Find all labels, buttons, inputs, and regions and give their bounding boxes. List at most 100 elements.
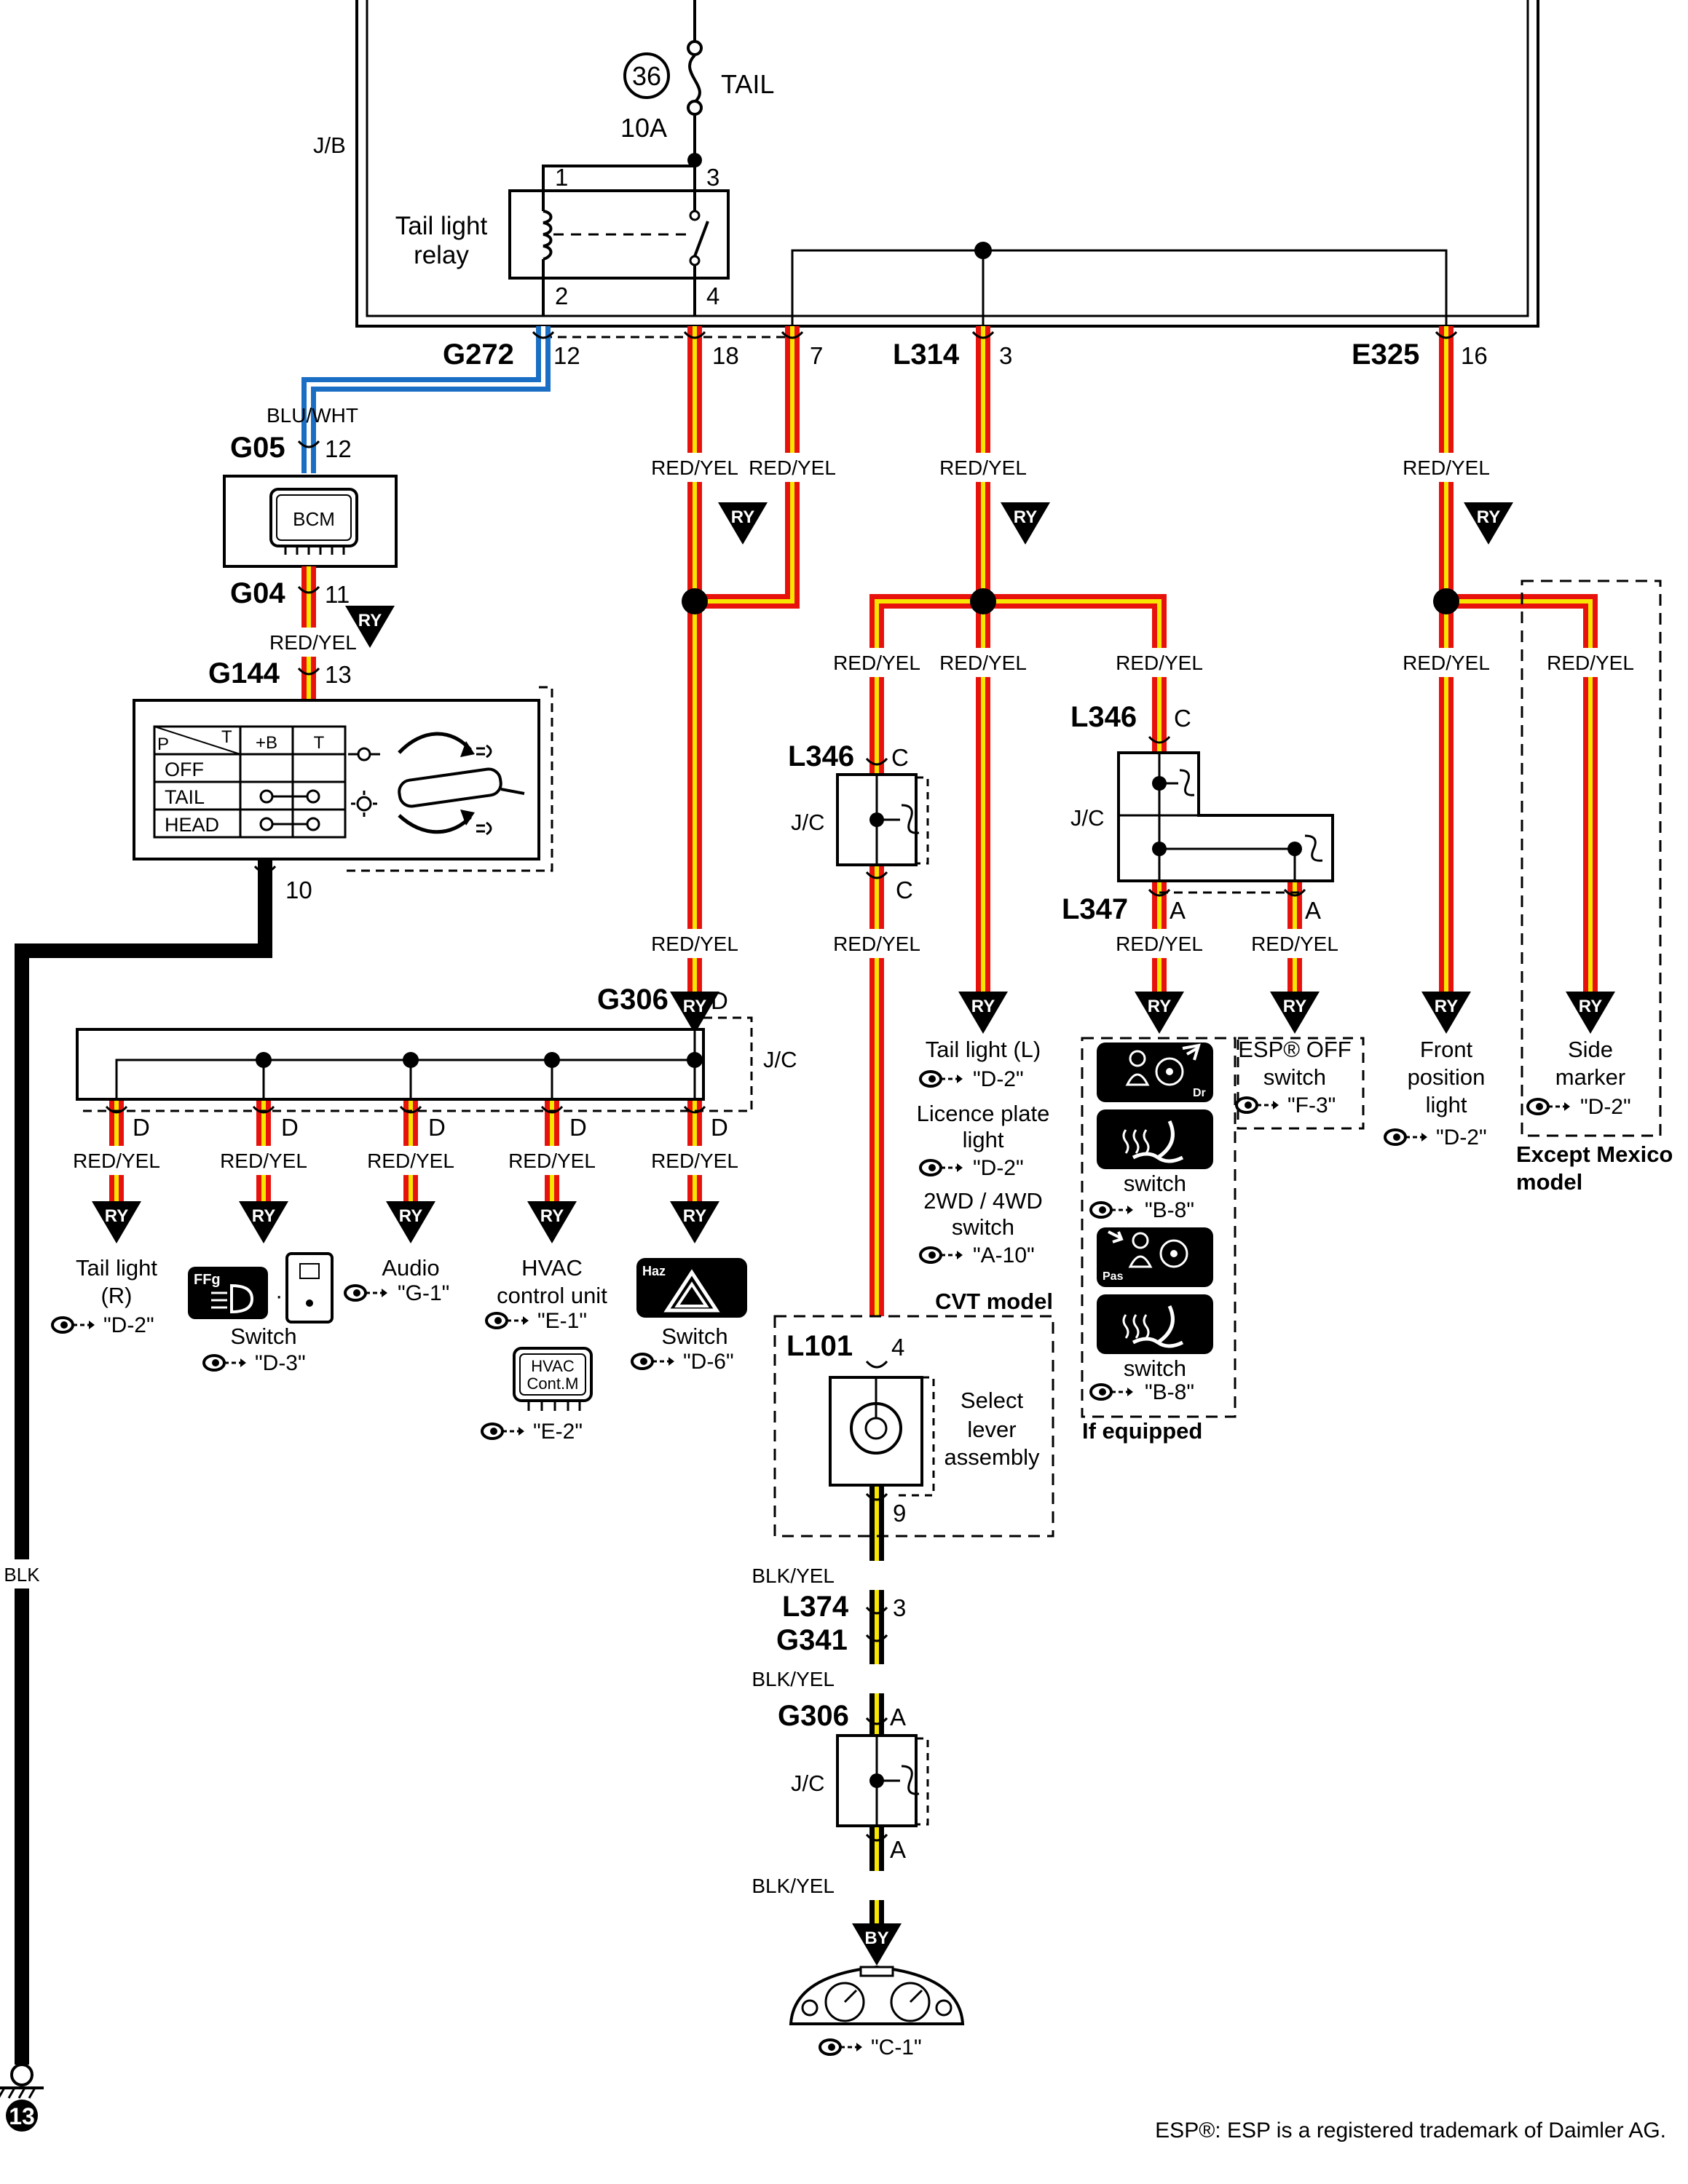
- svg-text:"E-2": "E-2": [533, 1420, 583, 1444]
- connector-tick: [1148, 735, 1171, 744]
- svg-text:2WD / 4WD: 2WD / 4WD: [923, 1188, 1043, 1214]
- ry-tag-label: RY: [971, 997, 995, 1016]
- connector-tick: [865, 1634, 888, 1642]
- svg-text:C: C: [896, 877, 913, 903]
- bcm-module: BCM: [223, 475, 398, 568]
- load-front-position-light: Front position light "D-2": [1384, 1037, 1487, 1150]
- load-hvac: HVAC control unit "E-1" HVAC Cont.M "E-2…: [481, 1255, 607, 1444]
- svg-text:D: D: [569, 1114, 587, 1141]
- svg-text:HVAC: HVAC: [521, 1255, 583, 1281]
- seat-heater-icon-2: [1097, 1294, 1213, 1354]
- svg-text:L374: L374: [782, 1591, 849, 1623]
- ry-tag-label: RY: [358, 611, 382, 630]
- svg-text:L347: L347: [1062, 893, 1128, 925]
- svg-text:If equipped: If equipped: [1082, 1418, 1202, 1444]
- svg-text:J/C: J/C: [1070, 805, 1105, 831]
- hazard-icon: [636, 1258, 747, 1318]
- junction-connector-l346-a: J/C: [791, 773, 929, 866]
- ry-tag: RY: [92, 1201, 141, 1243]
- wire-label-red-yel: RED/YEL: [367, 1150, 454, 1172]
- svg-text:Side: Side: [1568, 1037, 1613, 1062]
- junction-connector-g306-a: J/C: [791, 1734, 929, 1827]
- ry-tag-label: RY: [683, 997, 706, 1016]
- by-tag: BY: [852, 1923, 902, 1966]
- ry-tag: RY: [670, 992, 719, 1034]
- connector-tick: [865, 1833, 888, 1842]
- wire-blu-wht: BLU/WHT: [267, 326, 551, 473]
- svg-text:switch: switch: [1263, 1064, 1326, 1090]
- switch-table: P T +B T OFF TAIL HEAD: [153, 725, 347, 839]
- svg-text:assembly: assembly: [944, 1444, 1040, 1470]
- svg-text:Audio: Audio: [382, 1255, 439, 1281]
- seat-heater-icon: [1097, 1109, 1213, 1169]
- load-side-marker: Side marker "D-2" Except Mexico model: [1516, 579, 1673, 1195]
- connector-tick: [1435, 331, 1458, 339]
- svg-text:L314: L314: [893, 339, 960, 371]
- combination-meter-icon: [789, 1965, 965, 2025]
- svg-text:G04: G04: [230, 577, 285, 609]
- wire-label-red-yel: RED/YEL: [749, 456, 836, 479]
- svg-text:"B-8": "B-8": [1145, 1198, 1194, 1222]
- svg-text:16: 16: [1461, 342, 1488, 369]
- connector-tick: [253, 865, 277, 874]
- svg-text:A: A: [1305, 897, 1321, 924]
- svg-text:C: C: [891, 744, 909, 771]
- svg-text:HVAC: HVAC: [531, 1357, 575, 1375]
- svg-text:G05: G05: [230, 432, 285, 464]
- svg-text:Cont.M: Cont.M: [527, 1374, 579, 1393]
- svg-text:Pas: Pas: [1103, 1270, 1124, 1283]
- svg-text:18: 18: [712, 342, 739, 369]
- wire-label-red-yel: RED/YEL: [651, 456, 738, 479]
- connector-tick: [297, 585, 320, 594]
- wire-label-red-yel: RED/YEL: [1547, 652, 1634, 674]
- svg-text:3: 3: [706, 164, 719, 191]
- ry-tag: RY: [718, 502, 768, 545]
- svg-text:"D-2": "D-2": [103, 1313, 154, 1337]
- fuse-36: 36 TAIL 10A: [620, 0, 774, 167]
- ry-tag-label: RY: [399, 1206, 422, 1226]
- connector-tick: [865, 757, 888, 766]
- wire-label-red-yel: RED/YEL: [73, 1150, 160, 1172]
- switch-illustration-icon: [285, 1252, 334, 1324]
- passenger-seat-icon: [1097, 1227, 1213, 1287]
- light-switch-combination: P T +B T OFF TAIL HEAD: [133, 686, 553, 872]
- connector-tick: [399, 1105, 422, 1114]
- connector-tick: [865, 1492, 888, 1501]
- fuse-name: TAIL: [721, 69, 774, 99]
- ry-tag-label: RY: [1435, 997, 1458, 1016]
- svg-text:Tail light (L): Tail light (L): [926, 1037, 1041, 1062]
- svg-text:T: T: [314, 733, 325, 753]
- ry-tag-label: RY: [731, 507, 754, 527]
- svg-text:"B-8": "B-8": [1145, 1380, 1194, 1404]
- ry-tag-label: RY: [1148, 997, 1171, 1016]
- connector-tick: [865, 1606, 888, 1615]
- svg-text:Select: Select: [961, 1388, 1024, 1413]
- ry-tag: RY: [1270, 992, 1320, 1034]
- svg-text:Licence plate: Licence plate: [917, 1101, 1050, 1126]
- wire-label-red-yel: RED/YEL: [1116, 652, 1203, 674]
- svg-text:Dr: Dr: [1193, 1087, 1206, 1099]
- svg-text:3: 3: [893, 1594, 906, 1621]
- wire-label-red-yel: RED/YEL: [1403, 652, 1490, 674]
- svg-text:T: T: [221, 727, 232, 747]
- wire-label-red-yel: RED/YEL: [651, 933, 738, 955]
- connector-tick: [252, 1105, 275, 1114]
- wire-label-red-yel: RED/YEL: [508, 1150, 596, 1172]
- svg-text:"D-2": "D-2": [1436, 1125, 1487, 1150]
- driver-seat-icon: [1097, 1042, 1213, 1102]
- ry-tag-label: RY: [105, 1206, 128, 1226]
- junction-block: J/B: [313, 0, 1539, 328]
- svg-text:"D-2": "D-2": [1580, 1095, 1631, 1119]
- svg-text:13: 13: [9, 2103, 35, 2129]
- ry-tag: RY: [1464, 502, 1513, 545]
- svg-text:4: 4: [706, 282, 719, 309]
- connector-tick: [865, 1717, 888, 1725]
- svg-text:BLU/WHT: BLU/WHT: [267, 404, 358, 427]
- wire-7-stripe: [695, 326, 794, 604]
- svg-text:switch: switch: [952, 1214, 1014, 1240]
- ry-tag: RY: [386, 1201, 435, 1243]
- ry-tag-label: RY: [1477, 507, 1500, 527]
- wire-label-red-yel: RED/YEL: [1403, 456, 1490, 479]
- svg-text:"E-1": "E-1": [537, 1309, 587, 1333]
